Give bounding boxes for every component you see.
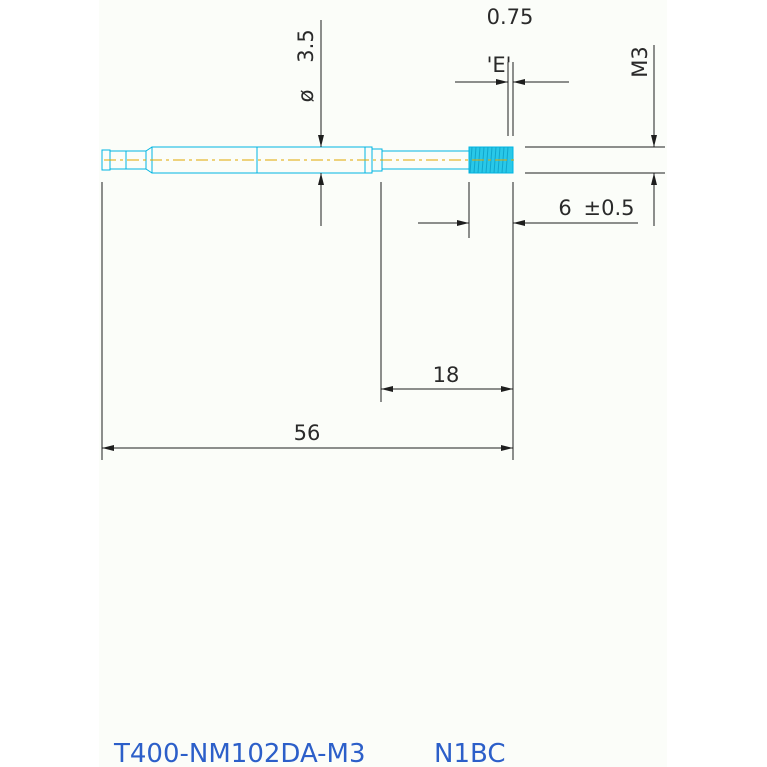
dimension-layer: 56 18 6 ±0.5 ø 3.5 M3 'E' [101,5,665,460]
dim-offset: 0.75 [487,5,534,29]
dim-neck-length: 18 [433,363,460,387]
dim-overall-length: 56 [294,421,321,445]
part-number: T400-NM102DA-M3 [113,739,366,767]
dim-thread-size: M3 [628,46,652,77]
dim-thread-tolerance: ±0.5 [584,196,635,220]
part-code: N1BC [434,739,506,767]
dim-thread-length: 6 [558,196,571,220]
dim-diameter-symbol: ø [294,89,318,102]
view-label-e: 'E' [487,53,512,77]
dim-diameter-value: 3.5 [294,29,318,62]
paper-area [99,0,667,767]
